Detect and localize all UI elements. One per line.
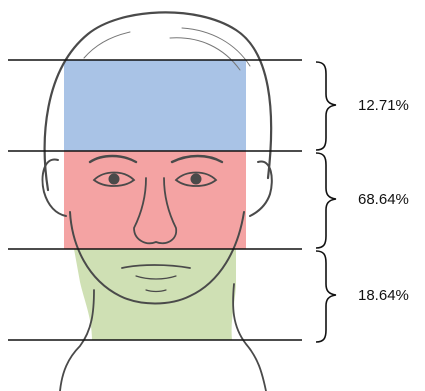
braces [316, 62, 336, 342]
brace-upper [316, 62, 336, 150]
right-pupil [191, 174, 201, 184]
neck-right [233, 284, 266, 391]
forehead-zone [64, 60, 246, 151]
percent-label-lower-face: 18.64% [358, 287, 409, 304]
left-pupil [109, 174, 119, 184]
brace-middle [316, 153, 336, 248]
brace-lower [316, 251, 336, 342]
mid-face-zone [64, 151, 246, 249]
percent-label-mid-face: 68.64% [358, 191, 409, 208]
lower-face-zone [74, 249, 236, 340]
percent-label-forehead: 12.71% [358, 97, 409, 114]
